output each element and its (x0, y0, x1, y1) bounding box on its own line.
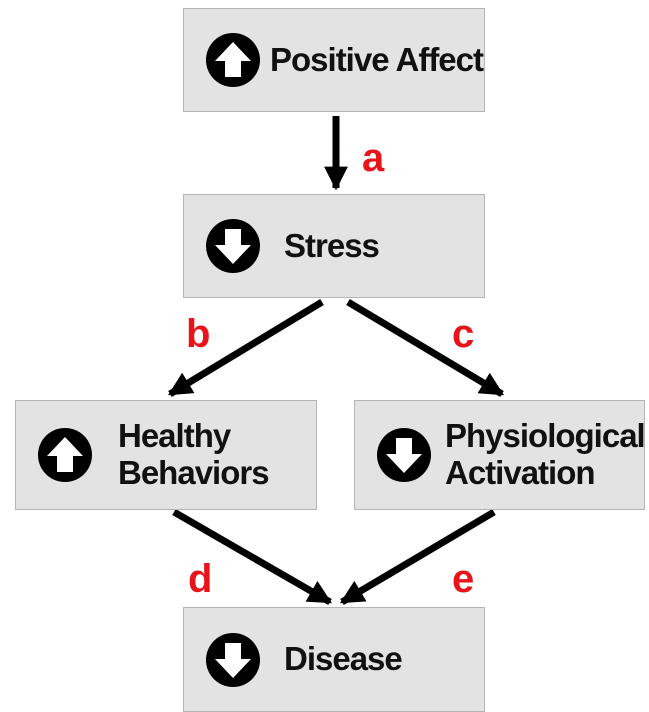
edge-label-b: b (186, 312, 211, 356)
arrow-b (167, 299, 324, 397)
arrow-c (346, 298, 505, 398)
node-label-line: Positive Affect (270, 40, 484, 78)
edge-label-e: e (452, 557, 475, 601)
node-disease: Disease (183, 607, 485, 712)
down-arrow-icon (206, 219, 260, 273)
node-label-line: Healthy (118, 417, 231, 455)
node-positive-affect: Positive Affect (183, 8, 485, 112)
edge-label-d: d (188, 557, 213, 601)
arrow-e (339, 508, 496, 606)
up-arrow-icon (206, 33, 260, 87)
node-physiological-activation: Physiological Activation (354, 400, 646, 510)
down-arrow-icon (206, 632, 260, 687)
edge-label-c: c (452, 312, 475, 356)
node-label-line: Stress (284, 226, 380, 264)
node-healthy-behaviors: Healthy Behaviors (15, 400, 317, 510)
edge-label-a: a (362, 136, 385, 180)
arrow-d (172, 508, 333, 606)
node-label-line: Physiological (445, 417, 646, 455)
node-label-line: Behaviors (118, 454, 270, 491)
node-stress: Stress (183, 194, 485, 298)
node-label-line: Disease (284, 640, 403, 678)
node-label-line: Activation (445, 454, 596, 491)
up-arrow-icon (38, 428, 92, 482)
down-arrow-icon (377, 428, 431, 482)
